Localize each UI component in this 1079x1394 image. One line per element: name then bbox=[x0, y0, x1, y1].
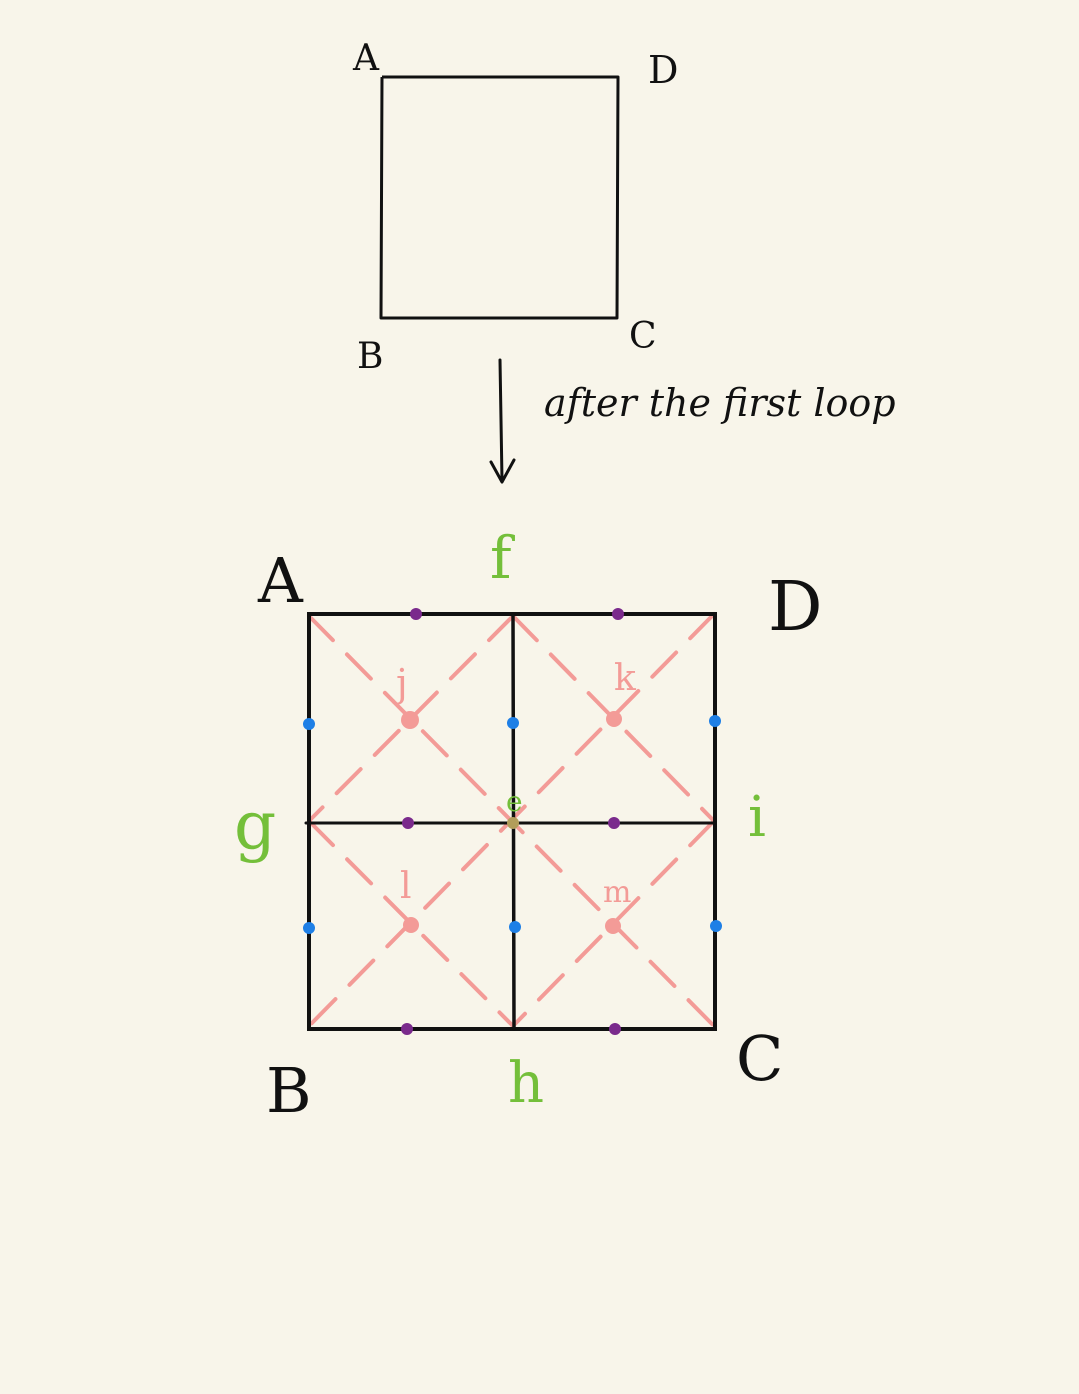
center-dot-m bbox=[605, 918, 621, 934]
arrow-head bbox=[489, 458, 516, 484]
diagonal-f-g bbox=[307, 614, 515, 823]
blue-dot bbox=[507, 717, 519, 729]
center-label-j: j bbox=[392, 661, 408, 705]
top-square: A D B C bbox=[352, 38, 678, 377]
purple-dot bbox=[402, 817, 414, 829]
midpoint-label-e: e bbox=[506, 785, 523, 818]
arrow-shaft bbox=[498, 358, 504, 482]
blue-dot bbox=[303, 922, 315, 934]
top-label-a: A bbox=[352, 38, 380, 79]
blue-dot bbox=[509, 921, 521, 933]
top-label-b: B bbox=[357, 336, 383, 377]
purple-dot bbox=[401, 1023, 413, 1035]
blue-dots bbox=[303, 715, 722, 934]
midpoint-label-g: g bbox=[234, 787, 276, 864]
blue-dot bbox=[303, 718, 315, 730]
arrow-caption: after the first loop bbox=[544, 381, 896, 425]
center-dot-k bbox=[606, 711, 622, 727]
transition-arrow: after the first loop bbox=[489, 358, 896, 484]
corner-label-b: B bbox=[266, 1054, 312, 1127]
corner-label-d: D bbox=[768, 568, 823, 647]
top-label-d: D bbox=[648, 48, 678, 92]
top-label-c: C bbox=[629, 316, 657, 357]
purple-dot bbox=[612, 608, 624, 620]
center-label-m: m bbox=[603, 875, 631, 910]
top-square-outline bbox=[379, 75, 620, 320]
center-label-k: k bbox=[614, 658, 637, 699]
center-label-l: l bbox=[400, 866, 412, 907]
diagonal-g-h bbox=[307, 819, 515, 1028]
corner-label-c: C bbox=[736, 1022, 783, 1095]
center-dot-e bbox=[507, 817, 519, 829]
purple-dot bbox=[410, 608, 422, 620]
corner-label-a: A bbox=[257, 544, 304, 617]
center-dot-j bbox=[401, 711, 419, 729]
midpoint-label-h: h bbox=[508, 1051, 544, 1116]
purple-dots bbox=[401, 608, 624, 1035]
blue-dot bbox=[710, 920, 722, 932]
purple-dot bbox=[608, 817, 620, 829]
midpoint-label-f: f bbox=[490, 524, 515, 592]
purple-dot bbox=[609, 1023, 621, 1035]
blue-dot bbox=[709, 715, 721, 727]
midpoint-label-i: i bbox=[748, 785, 766, 850]
center-dots bbox=[401, 711, 622, 934]
center-dot-l bbox=[403, 917, 419, 933]
bottom-square: A D B C f g h i e j k l m bbox=[234, 524, 823, 1127]
